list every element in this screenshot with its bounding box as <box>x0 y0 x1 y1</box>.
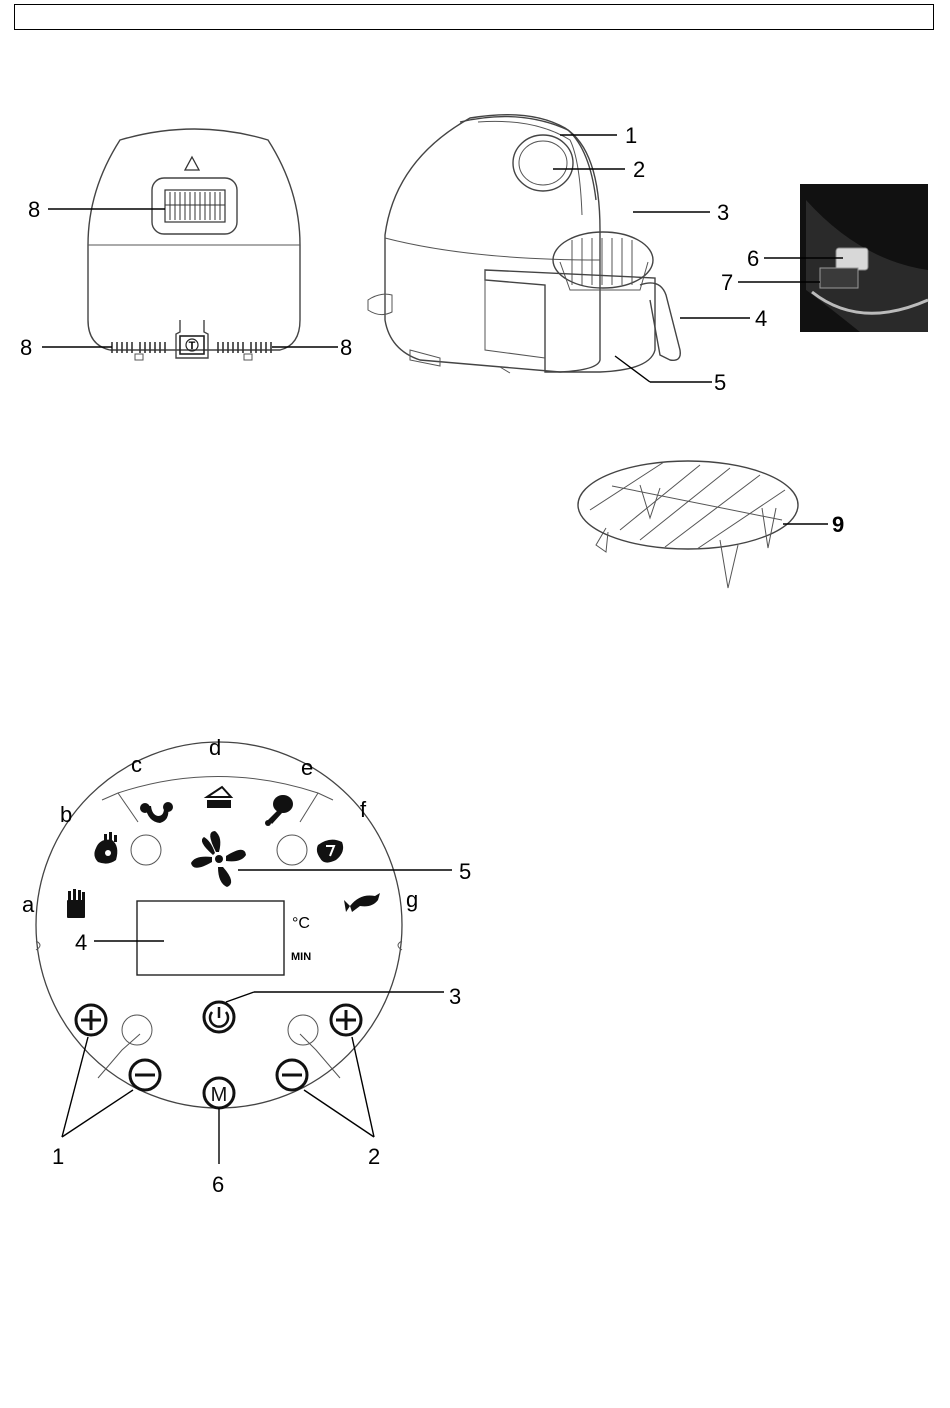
label-6-release-cover: 6 <box>747 246 759 271</box>
fan-icon <box>191 831 246 887</box>
label-4-lcd: 4 <box>75 930 87 955</box>
meat-icon <box>94 832 117 864</box>
label-3-power: 3 <box>449 984 461 1009</box>
chicken-leg-icon <box>265 795 293 826</box>
mode-button[interactable]: M <box>204 1078 234 1108</box>
label-8-left-vent: 8 <box>20 335 32 360</box>
program-letter-c: c <box>131 752 142 777</box>
program-letter-g: g <box>406 887 418 912</box>
label-6-mode: 6 <box>212 1172 224 1197</box>
label-7-release-button: 7 <box>721 270 733 295</box>
lcd-display <box>137 901 284 975</box>
label-2-temp-buttons: 2 <box>368 1144 380 1169</box>
program-letter-d: d <box>209 735 221 760</box>
unit-celsius: °C <box>292 915 310 932</box>
temp-minus-button[interactable] <box>277 1060 307 1090</box>
label-5-fan-indicator: 5 <box>459 859 471 884</box>
label-4-handle: 4 <box>755 306 767 331</box>
steak-icon <box>317 840 343 863</box>
release-button-cover <box>836 248 868 270</box>
label-8-top-vent: 8 <box>28 197 40 222</box>
label-5-drawer: 5 <box>714 370 726 395</box>
fries-icon <box>67 889 85 918</box>
cake-icon <box>207 787 231 808</box>
label-1-lid: 1 <box>625 123 637 148</box>
bottom-vent-left <box>112 342 165 353</box>
program-letter-b: b <box>60 802 72 827</box>
mode-button-glyph: M <box>211 1084 228 1106</box>
timer-plus-button[interactable] <box>76 1005 106 1035</box>
label-1-timer-buttons: 1 <box>52 1144 64 1169</box>
power-socket-glyph: T <box>189 340 196 352</box>
fish-icon <box>344 893 380 912</box>
side-view-illustration <box>368 115 680 373</box>
program-letter-e: e <box>301 755 313 780</box>
label-3-basket: 3 <box>717 200 729 225</box>
program-letter-f: f <box>360 797 367 822</box>
bottom-vent-right <box>218 342 271 353</box>
grill-rack <box>578 461 798 588</box>
release-button <box>820 268 858 288</box>
label-8-right-vent: 8 <box>340 335 352 360</box>
control-panel: °C MIN <box>36 742 402 1108</box>
rear-view-illustration: T <box>88 129 300 360</box>
temp-plus-button[interactable] <box>331 1005 361 1035</box>
warning-triangle-icon <box>185 157 199 170</box>
label-2-display: 2 <box>633 157 645 182</box>
program-letter-a: a <box>22 892 35 917</box>
label-9-rack: 9 <box>832 512 844 537</box>
shrimp-icon <box>140 802 173 823</box>
timer-minus-button[interactable] <box>130 1060 160 1090</box>
unit-minutes: MIN <box>291 951 311 963</box>
power-button[interactable] <box>204 1002 234 1032</box>
